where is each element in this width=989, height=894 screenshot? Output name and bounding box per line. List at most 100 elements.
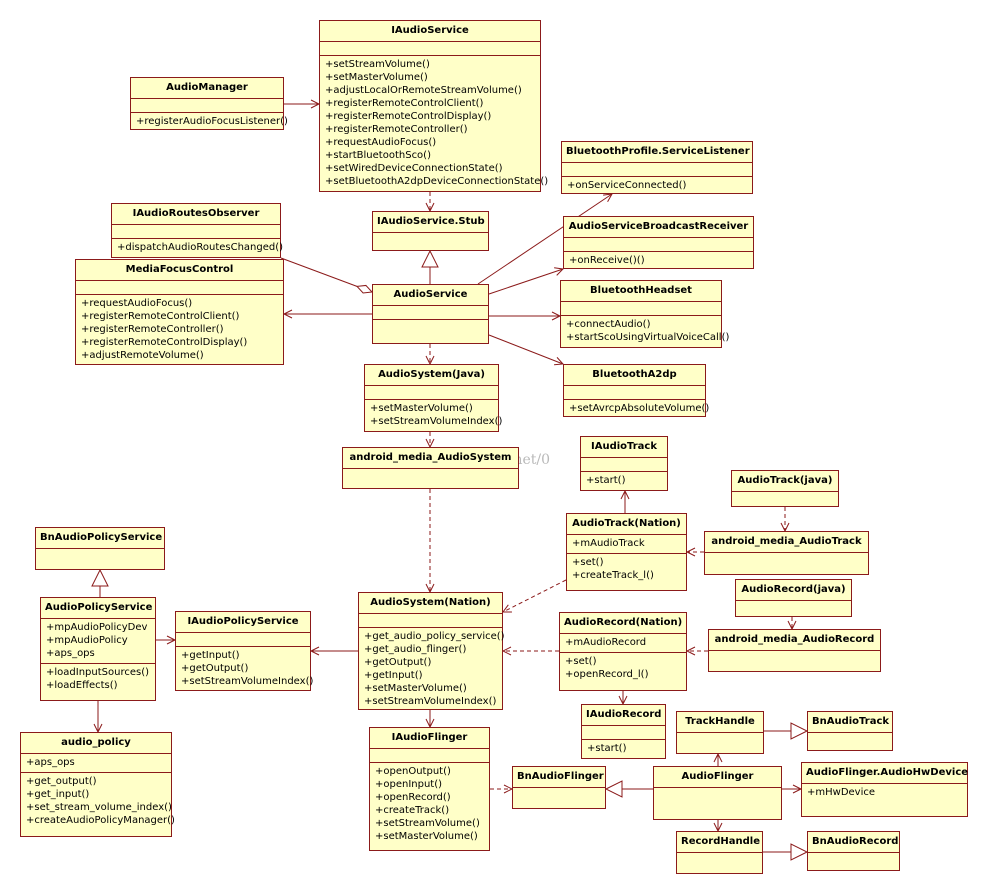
operation: +loadInputSources(): [46, 667, 150, 678]
class-box-audio-service[interactable]: AudioService: [372, 284, 489, 344]
operation: +getInput(): [181, 650, 240, 661]
class-name: AudioSystem(Java): [378, 369, 485, 380]
class-box-iaudio-service-stub[interactable]: IAudioService.Stub: [372, 211, 489, 251]
class-box-android-media-audio-system[interactable]: android_media_AudioSystem: [342, 447, 519, 489]
attributes-section: [76, 280, 283, 294]
class-box-iaudio-routes-observer[interactable]: IAudioRoutesObserver+dispatchAudioRoutes…: [111, 203, 283, 258]
operations-section: [705, 552, 868, 566]
class-box-media-focus-control[interactable]: MediaFocusControl+requestAudioFocus()+re…: [75, 259, 284, 365]
class-box-bluetooth-headset[interactable]: BluetoothHeadset+connectAudio()+startSco…: [560, 280, 729, 348]
operations-section: [709, 650, 880, 664]
hollow-triangle-arrowhead: [790, 843, 809, 861]
class-name: MediaFocusControl: [125, 264, 234, 275]
operations-section: [732, 491, 838, 505]
operations-section: +connectAudio()+startScoUsingVirtualVoic…: [561, 315, 729, 347]
operation: +adjustLocalOrRemoteStreamVolume(): [325, 85, 522, 96]
operation: +registerRemoteControlDisplay(): [81, 337, 248, 348]
operations-section: +dispatchAudioRoutesChanged(): [112, 238, 283, 257]
operation: +get_audio_policy_service(): [364, 631, 505, 642]
attributes-section: +mHwDevice: [802, 783, 967, 802]
class-box-audio-flinger-audio-hw-device[interactable]: AudioFlinger.AudioHwDevice+mHwDevice: [801, 762, 968, 817]
operations-section: [373, 319, 488, 333]
class-box-bn-audio-policy-service[interactable]: BnAudioPolicyService: [35, 527, 165, 570]
class-box-audio-policy[interactable]: audio_policy+aps_ops+get_output()+get_in…: [20, 732, 175, 837]
class-name: AudioSystem(Nation): [370, 597, 491, 608]
attributes-section: [112, 224, 280, 238]
operation: +getOutput(): [181, 663, 249, 674]
operation: +openOutput(): [375, 766, 451, 777]
open-arrowhead: [620, 489, 630, 500]
class-box-android-media-audio-track[interactable]: android_media_AudioTrack: [704, 531, 869, 575]
class-name: android_media_AudioSystem: [349, 452, 512, 463]
attributes-section: [365, 385, 498, 399]
operation: +onReceive()(): [569, 255, 645, 266]
attribute: +mpAudioPolicyDev: [46, 622, 148, 633]
class-name: IAudioService.Stub: [377, 216, 485, 227]
operation: +openRecord(): [375, 792, 451, 803]
attribute: +aps_ops: [26, 757, 75, 768]
class-name: android_media_AudioRecord: [714, 634, 875, 645]
class-box-audio-service-broadcast-receiver[interactable]: AudioServiceBroadcastReceiver+onReceive(…: [563, 216, 754, 269]
class-box-iaudio-service[interactable]: IAudioService+setStreamVolume()+setMaste…: [319, 20, 548, 192]
operation: +set(): [565, 656, 597, 667]
operation: +loadEffects(): [46, 680, 118, 691]
open-arrowhead: [603, 193, 613, 203]
operation: +setWiredDeviceConnectionState(): [325, 163, 503, 174]
class-box-audio-system-java[interactable]: AudioSystem(Java) +setMasterVolume()+setS…: [364, 364, 503, 432]
class-name: AudioRecord(Nation): [564, 617, 683, 628]
operation: +registerRemoteControlClient(): [325, 98, 484, 109]
class-box-record-handle[interactable]: RecordHandle: [676, 831, 763, 874]
attribute: +mpAudioPolicy: [46, 635, 128, 646]
class-box-iaudio-record[interactable]: IAudioRecord +start(): [581, 704, 666, 759]
class-box-bluetooth-a2dp[interactable]: BluetoothA2dp+setAvrcpAbsoluteVolume(): [563, 364, 709, 418]
class-box-audio-record-nation[interactable]: AudioRecord(Nation)+mAudioRecord+set()+o…: [559, 612, 687, 691]
class-name: AudioTrack(java): [737, 475, 833, 486]
operation: +getOutput(): [364, 657, 432, 668]
class-box-iaudio-flinger[interactable]: IAudioFlinger+openOutput()+openInput()+o…: [369, 727, 490, 851]
class-box-bn-audio-record[interactable]: BnAudioRecord: [807, 831, 900, 871]
class-box-audio-flinger[interactable]: AudioFlinger: [653, 766, 782, 820]
operation: +getInput(): [364, 670, 423, 681]
operation: +setStreamVolumeIndex(): [370, 416, 503, 427]
class-box-audio-track-nation[interactable]: AudioTrack(Nation)+mAudioTrack+set()+cre…: [566, 513, 687, 591]
operation: +start(): [587, 743, 627, 754]
hollow-triangle-arrowhead: [604, 780, 623, 798]
attributes-section: [564, 385, 705, 399]
class-name: IAudioRecord: [586, 709, 662, 720]
class-name: AudioService: [393, 289, 468, 300]
class-name: AudioPolicyService: [45, 602, 153, 613]
operations-section: [736, 600, 851, 614]
operation: +startBluetoothSco(): [325, 150, 431, 161]
attribute: +mAudioTrack: [572, 538, 645, 549]
attributes-section: [564, 237, 753, 251]
attributes-section: [373, 305, 488, 319]
class-box-audio-policy-service[interactable]: AudioPolicyService+mpAudioPolicyDev+mpAu…: [40, 597, 156, 701]
class-name: IAudioPolicyService: [187, 616, 299, 627]
operations-section: +setAvrcpAbsoluteVolume(): [564, 399, 709, 418]
class-box-bluetooth-profile-service-listener[interactable]: BluetoothProfile.ServiceListener+onServi…: [561, 141, 753, 194]
operation: +openInput(): [375, 779, 443, 790]
operation: +get_input(): [26, 789, 90, 800]
class-box-track-handle[interactable]: TrackHandle: [676, 711, 764, 754]
class-box-android-media-audio-record[interactable]: android_media_AudioRecord: [708, 629, 881, 672]
operation: +registerRemoteController(): [81, 324, 224, 335]
attributes-section: [359, 613, 502, 627]
class-box-iaudio-policy-service[interactable]: IAudioPolicyService +getInput() +getOutput…: [175, 611, 313, 691]
operations-section: +onServiceConnected(): [562, 176, 752, 195]
attributes-section: [176, 632, 310, 646]
class-box-audio-record-java[interactable]: AudioRecord(java): [735, 579, 852, 617]
class-box-audio-track-java[interactable]: AudioTrack(java): [731, 470, 839, 507]
class-box-bn-audio-flinger[interactable]: BnAudioFlinger: [512, 766, 606, 809]
open-arrowhead: [554, 267, 565, 276]
class-box-iaudio-track[interactable]: IAudioTrack+start(): [580, 436, 668, 491]
class-box-bn-audio-track[interactable]: BnAudioTrack: [807, 711, 893, 751]
attributes-section: +mpAudioPolicyDev +mpAudioPolicy +aps_ops: [41, 618, 155, 663]
class-box-audio-manager[interactable]: AudioManager+registerAudioFocusListener(…: [130, 77, 288, 130]
attribute: +aps_ops: [46, 648, 95, 659]
open-arrowhead: [685, 547, 696, 557]
class-box-audio-system-nation[interactable]: AudioSystem(Nation) +get_audio_policy_ser…: [358, 592, 505, 710]
operations-section: [654, 787, 781, 801]
operation: +createAudioPolicyManager(): [26, 815, 175, 826]
operations-section: +setMasterVolume()+setStreamVolumeIndex(…: [365, 399, 503, 431]
association-line: [488, 268, 564, 295]
